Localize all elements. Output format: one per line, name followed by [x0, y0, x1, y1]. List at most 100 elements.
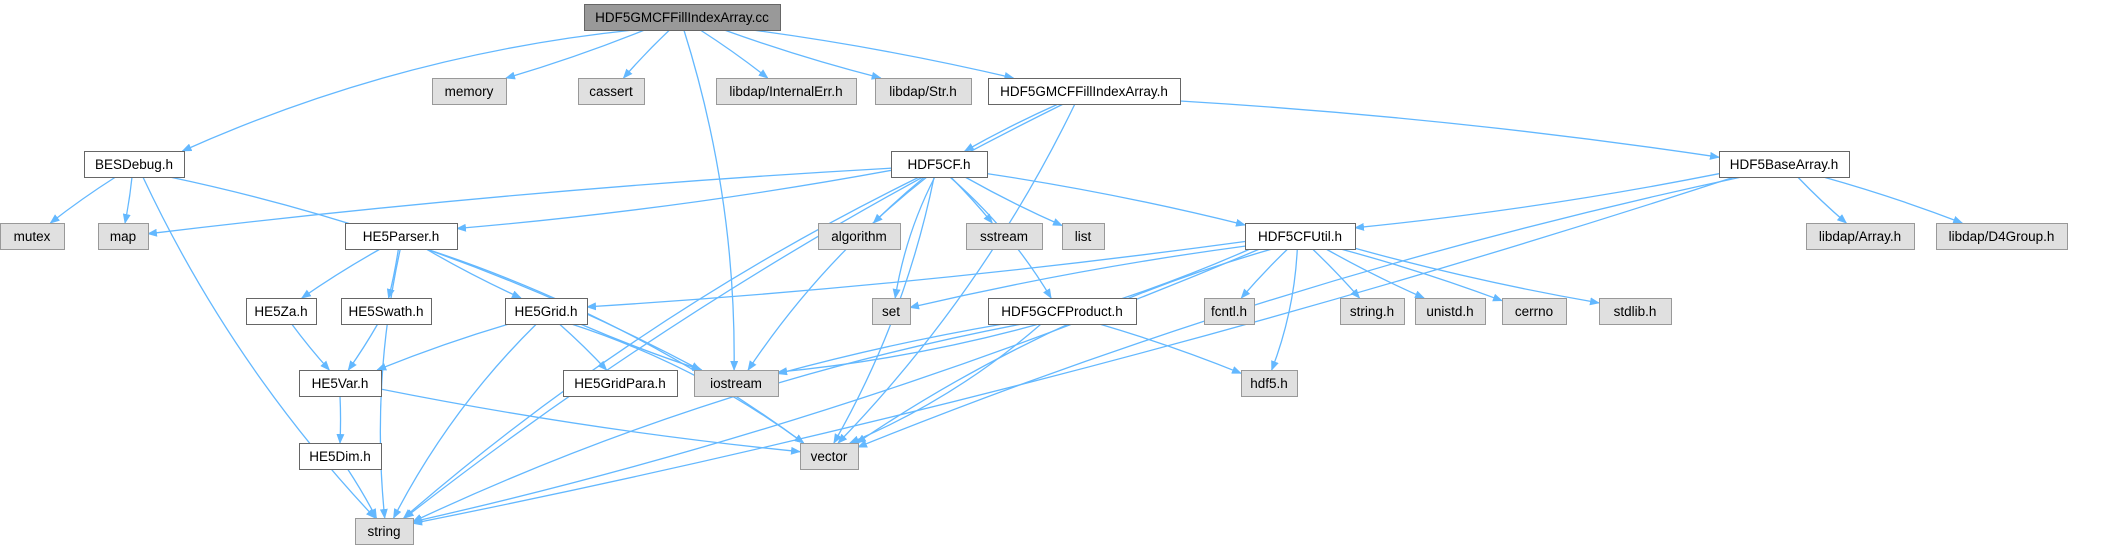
- node-label-gridpara: HE5GridPara.h: [574, 376, 666, 391]
- node-label-map: map: [110, 229, 136, 244]
- node-label-stdlib: stdlib.h: [1614, 304, 1657, 319]
- edge-basearray-to-arrayh: [1797, 176, 1848, 224]
- node-he5dim[interactable]: HE5Dim.h: [299, 443, 382, 470]
- edge-he5grid-to-iostream: [580, 323, 703, 372]
- edge-cfutil-to-set: [909, 245, 1246, 310]
- node-label-cerrno: cerrno: [1515, 304, 1553, 319]
- edge-he5parser-to-he5za: [300, 248, 381, 299]
- edge-besdebug-to-mutex: [49, 176, 116, 224]
- edge-hdf5cf-to-iostream: [747, 176, 928, 371]
- node-label-besdebug: BESDebug.h: [95, 157, 173, 172]
- node-he5za[interactable]: HE5Za.h: [246, 298, 317, 325]
- edge-hdf5cf-to-list: [964, 176, 1063, 227]
- node-box-gridpara: [563, 370, 678, 397]
- node-box-fcntl: [1204, 298, 1255, 325]
- edge-besdebug-to-string: [142, 176, 376, 519]
- node-label-algorithm: algorithm: [831, 229, 887, 244]
- node-box-unistd: [1415, 298, 1486, 325]
- edge-he5var-to-he5dim: [336, 395, 345, 444]
- edge-he5grid-to-vector: [571, 323, 805, 444]
- node-he5parser[interactable]: HE5Parser.h: [345, 223, 458, 250]
- node-set: set: [872, 298, 911, 325]
- edge-he5grid-to-string: [393, 323, 537, 519]
- node-box-cfutil: [1245, 223, 1356, 250]
- node-d4group: libdap/D4Group.h: [1936, 223, 2068, 250]
- node-label-he5swath: HE5Swath.h: [348, 304, 423, 319]
- node-box-he5grid: [505, 298, 588, 325]
- edge-root-to-internalerr: [699, 29, 769, 79]
- node-gridpara[interactable]: HE5GridPara.h: [563, 370, 678, 397]
- node-box-he5var: [299, 370, 382, 397]
- node-besdebug[interactable]: BESDebug.h: [84, 151, 185, 178]
- node-box-algorithm: [818, 223, 901, 250]
- node-box-he5parser: [345, 223, 458, 250]
- node-he5grid[interactable]: HE5Grid.h: [505, 298, 588, 325]
- node-label-he5dim: HE5Dim.h: [309, 449, 371, 464]
- node-hdf5cf[interactable]: HDF5CF.h: [891, 151, 988, 178]
- nodes-layer: HDF5GMCFFillIndexArray.cc memory cassert li…: [0, 4, 2068, 545]
- edge-basearray-to-cfutil: [1354, 173, 1720, 231]
- edge-hdrself-to-basearray: [1179, 100, 1720, 160]
- node-label-d4group: libdap/D4Group.h: [1949, 229, 2055, 244]
- node-label-str: libdap/Str.h: [889, 84, 957, 99]
- node-basearray[interactable]: HDF5BaseArray.h: [1719, 151, 1850, 178]
- edge-hdf5cf-to-set: [892, 176, 936, 299]
- edge-cfutil-to-cerrno: [1340, 248, 1503, 302]
- node-box-gcfproduct: [988, 298, 1137, 325]
- node-he5swath[interactable]: HE5Swath.h: [341, 298, 432, 325]
- edge-he5grid-to-gridpara: [558, 323, 608, 371]
- node-label-hdrself: HDF5GMCFFillIndexArray.h: [1000, 84, 1168, 99]
- edge-cfutil-to-stringh: [1312, 248, 1361, 299]
- node-cerrno: cerrno: [1502, 298, 1567, 325]
- node-box-hdrself: [988, 78, 1181, 105]
- node-box-cassert: [578, 78, 645, 105]
- node-box-internalerr: [716, 78, 857, 105]
- edge-cfutil-to-stdlib: [1354, 247, 1600, 306]
- edge-root-to-cassert: [622, 29, 670, 79]
- node-root[interactable]: HDF5GMCFFillIndexArray.cc: [584, 4, 781, 31]
- node-unistd: unistd.h: [1415, 298, 1486, 325]
- edge-gcfproduct-to-vector: [848, 323, 1042, 444]
- edge-hdrself-to-hdf5cf: [963, 103, 1059, 152]
- node-label-arrayh: libdap/Array.h: [1819, 229, 1901, 244]
- edge-he5parser-to-vector: [426, 248, 805, 444]
- node-label-basearray: HDF5BaseArray.h: [1730, 157, 1839, 172]
- edge-hdf5cf-to-map: [147, 167, 892, 237]
- edge-he5swath-to-he5var: [347, 323, 379, 371]
- edges-layer: [49, 29, 1964, 526]
- node-box-sstream: [966, 223, 1043, 250]
- edge-basearray-to-vector: [857, 176, 1742, 448]
- node-hdrself[interactable]: HDF5GMCFFillIndexArray.h: [988, 78, 1181, 105]
- node-he5var[interactable]: HE5Var.h: [299, 370, 382, 397]
- node-label-he5grid: HE5Grid.h: [514, 304, 577, 319]
- node-box-cerrno: [1502, 298, 1567, 325]
- node-cfutil[interactable]: HDF5CFUtil.h: [1245, 223, 1356, 250]
- edge-root-to-besdebug: [181, 29, 634, 152]
- node-arrayh: libdap/Array.h: [1806, 223, 1915, 250]
- node-label-memory: memory: [445, 84, 494, 99]
- node-hdf5h: hdf5.h: [1241, 370, 1298, 397]
- node-gcfproduct[interactable]: HDF5GCFProduct.h: [988, 298, 1137, 325]
- edge-hdf5cf-to-cfutil: [986, 172, 1246, 227]
- node-label-mutex: mutex: [14, 229, 51, 244]
- edge-basearray-to-string: [412, 176, 1735, 526]
- node-box-besdebug: [84, 151, 185, 178]
- edge-gcfproduct-to-hdf5h: [1099, 323, 1242, 374]
- node-label-hdf5cf: HDF5CF.h: [907, 157, 970, 172]
- node-box-str: [875, 78, 972, 105]
- node-label-vector: vector: [811, 449, 848, 464]
- node-box-string: [355, 518, 414, 545]
- edge-gcfproduct-to-string: [412, 323, 1023, 523]
- edge-hdf5cf-to-he5parser: [456, 169, 892, 232]
- node-map: map: [98, 223, 149, 250]
- node-cassert: cassert: [578, 78, 645, 105]
- node-stdlib: stdlib.h: [1599, 298, 1672, 325]
- node-box-iostream: [694, 370, 779, 397]
- node-box-he5za: [246, 298, 317, 325]
- node-box-he5swath: [341, 298, 432, 325]
- node-string: string: [355, 518, 414, 545]
- edge-hdf5cf-to-string: [402, 176, 920, 519]
- node-box-list: [1062, 223, 1105, 250]
- node-box-hdf5h: [1241, 370, 1298, 397]
